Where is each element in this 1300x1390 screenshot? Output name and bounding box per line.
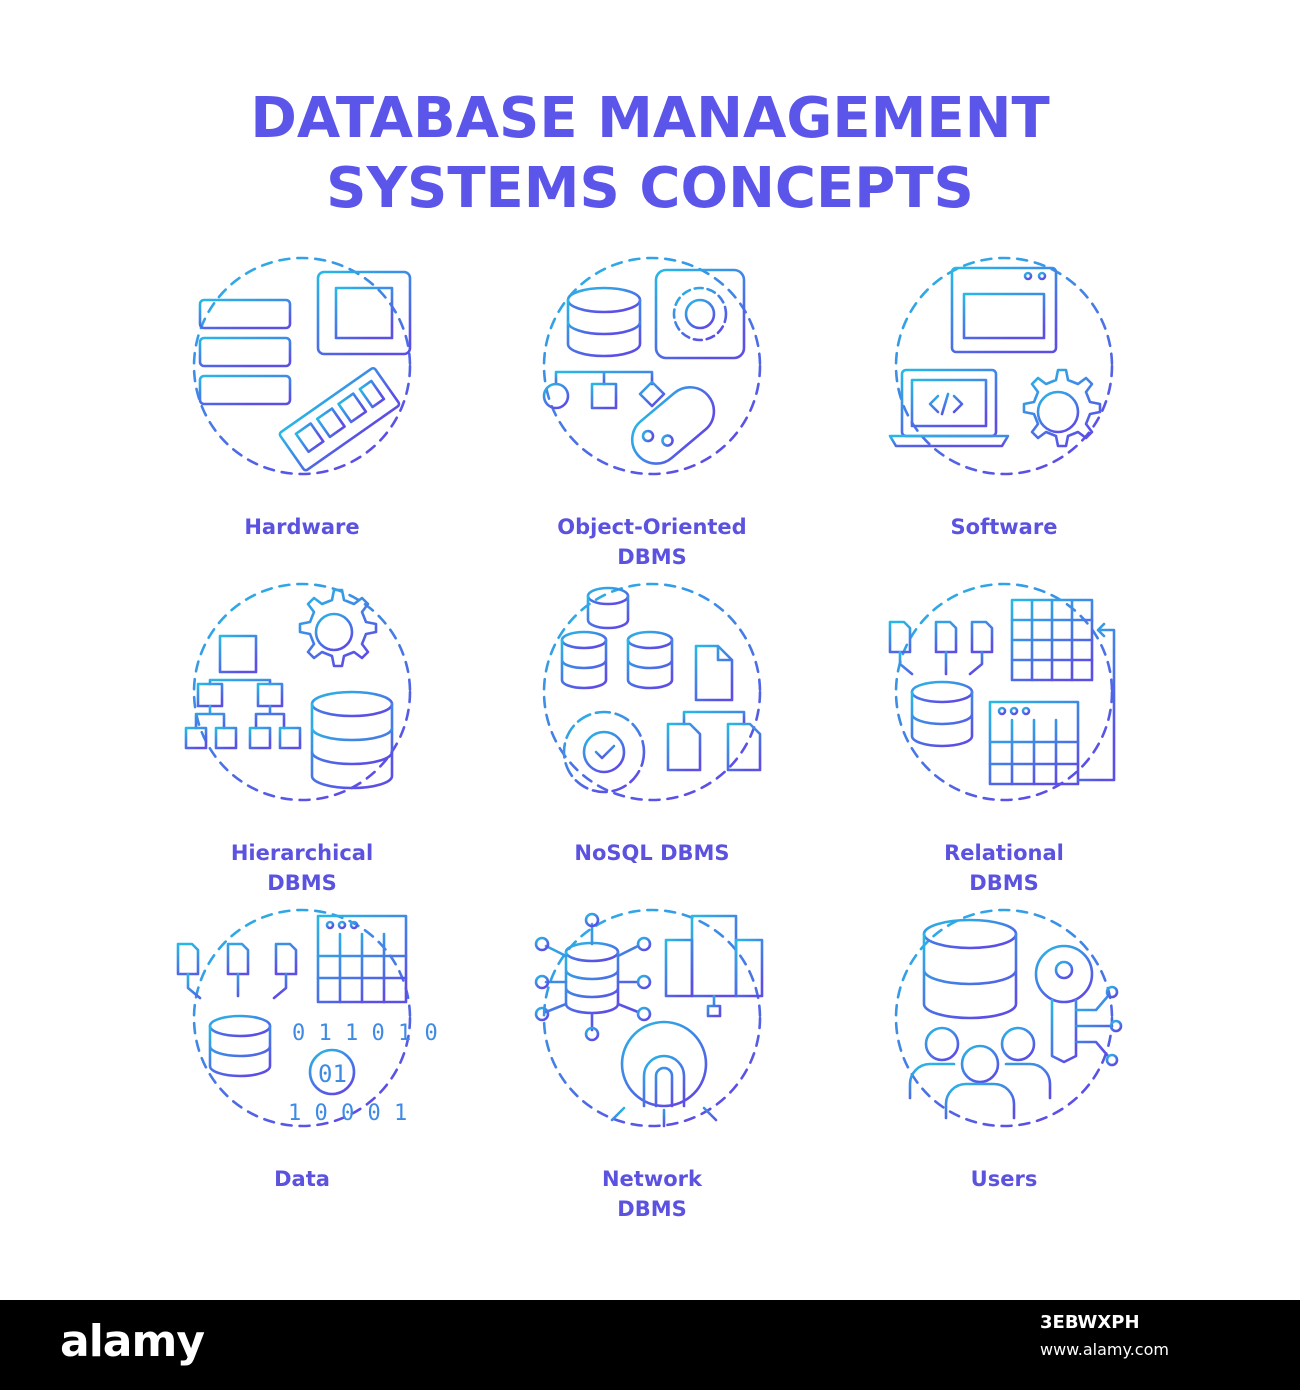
concept-label-line1: Data (274, 1167, 330, 1191)
concept-label-line1: Network (601, 1167, 702, 1191)
concept-hardware: Hardware (172, 274, 432, 574)
title-line-2: SYSTEMS CONCEPTS (326, 156, 974, 221)
concept-label-line2: DBMS (267, 871, 337, 895)
concept-label-line1: NoSQL DBMS (574, 841, 730, 865)
footer-bar (0, 1300, 1300, 1390)
binary-digits: 0 1 1 0 1 0 1 0 0 0 1 01 (288, 1021, 438, 1126)
concept-label-line1: Hardware (244, 515, 360, 539)
concept-users: Users (874, 926, 1134, 1226)
tables-database-icon (888, 582, 1116, 802)
concept-label-line1: Object-Oriented (557, 515, 747, 539)
page-title: DATABASE MANAGEMENT SYSTEMS CONCEPTS (0, 84, 1300, 224)
concept-label: Data (172, 1164, 432, 1194)
concept-label-line1: Users (970, 1167, 1038, 1191)
concept-label-line2: DBMS (617, 1197, 687, 1221)
concept-object-oriented-dbms: Object-Oriented DBMS (522, 274, 782, 574)
database-gear-pill-icon (542, 256, 762, 476)
data-binary-icon (176, 908, 412, 1128)
concept-software: Software (874, 274, 1134, 574)
concept-label-line1: Hierarchical (230, 841, 374, 865)
concept-label: Object-Oriented DBMS (522, 512, 782, 572)
hierarchy-gear-database-icon (184, 582, 412, 802)
browser-laptop-gear-icon (888, 256, 1114, 476)
icons-canvas: 0 1 1 0 1 0 1 0 0 0 1 01 (176, 256, 1123, 1128)
concept-label-line2: DBMS (969, 871, 1039, 895)
concept-label: Relational DBMS (874, 838, 1134, 898)
image-id: 3EBWXPH (1040, 1312, 1140, 1333)
concept-label-line1: Software (950, 515, 1058, 539)
database-key-users-icon (894, 908, 1123, 1128)
concept-label: NoSQL DBMS (522, 838, 782, 868)
network-servers-gear-icon (534, 908, 764, 1128)
title-line-1: DATABASE MANAGEMENT (250, 86, 1050, 151)
concept-network-dbms: Network DBMS (522, 926, 782, 1226)
concept-label: Hardware (172, 512, 432, 542)
site-url: www.alamy.com (1040, 1340, 1169, 1359)
concept-label: Hierarchical DBMS (172, 838, 432, 898)
binary-center: 01 (318, 1060, 347, 1088)
concept-nosql-dbms: NoSQL DBMS (522, 600, 782, 900)
concept-relational-dbms: Relational DBMS (874, 600, 1134, 900)
concept-data: Data (172, 926, 432, 1226)
brand-logo: alamy (60, 1316, 205, 1367)
binary-row-3: 1 0 0 0 1 (288, 1101, 407, 1126)
binary-row-1: 0 1 1 0 1 0 (292, 1021, 438, 1046)
concept-label: Users (874, 1164, 1134, 1194)
concept-label: Network DBMS (522, 1164, 782, 1224)
concept-label-line2: DBMS (617, 545, 687, 569)
databases-gear-files-icon (542, 582, 762, 802)
concept-label-line1: Relational (944, 841, 1064, 865)
server-cpu-ram-icon (192, 256, 424, 477)
concept-hierarchical-dbms: Hierarchical DBMS (172, 600, 432, 900)
concept-label: Software (874, 512, 1134, 542)
